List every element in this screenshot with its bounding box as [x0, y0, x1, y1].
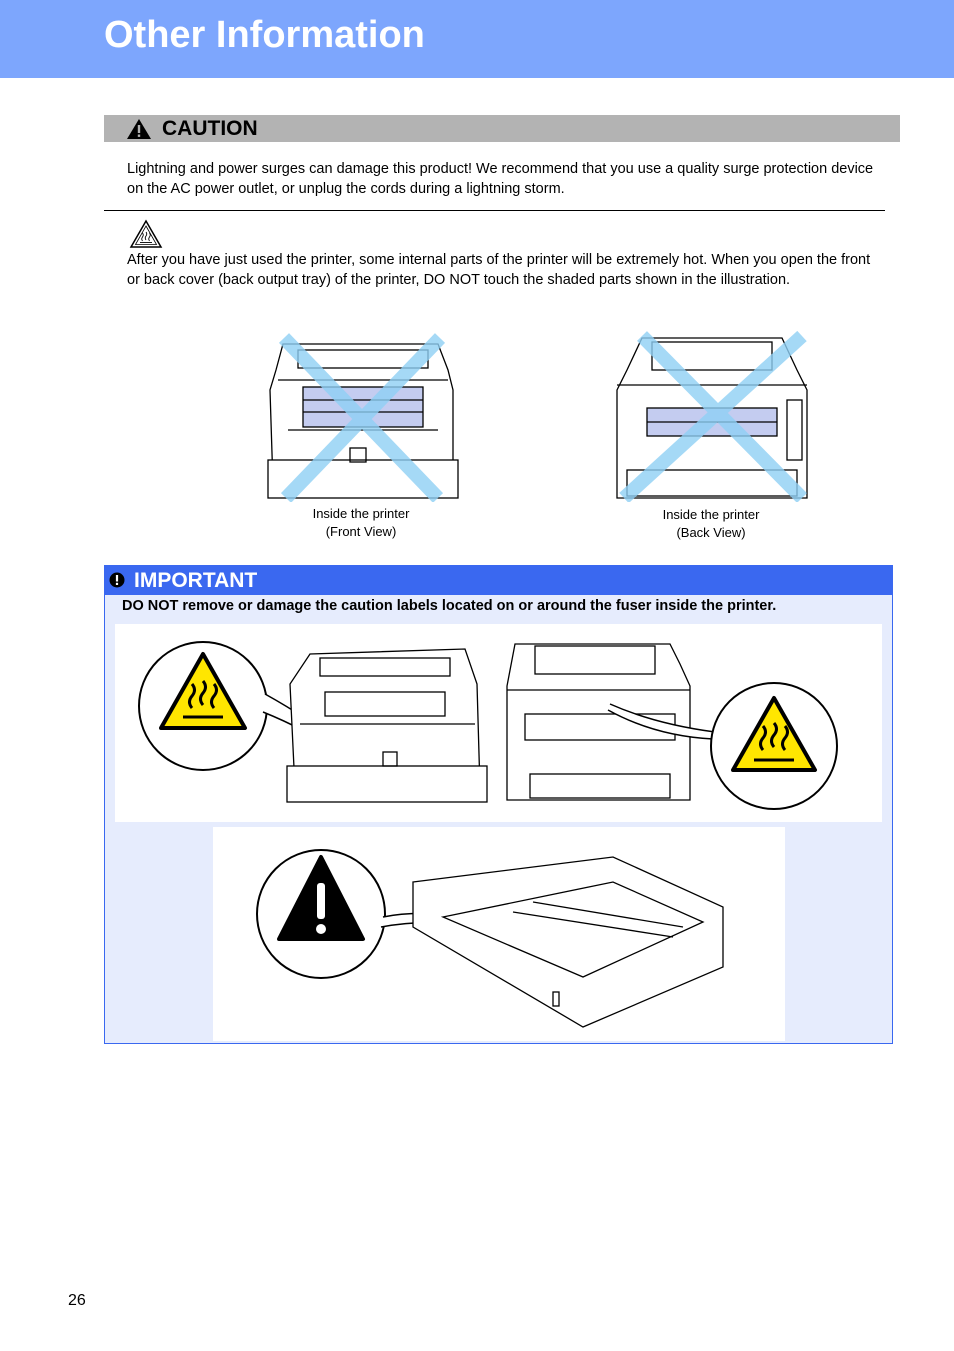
page-title: Other Information — [104, 14, 425, 56]
hot-surface-text: After you have just used the printer, so… — [127, 252, 871, 288]
important-bar: IMPORTANT — [105, 566, 892, 595]
hot-surface-icon — [129, 219, 163, 248]
front-view-caption: Inside the printer (Front View) — [280, 505, 442, 541]
printer-front-view-illustration — [267, 333, 459, 502]
important-label: IMPORTANT — [134, 569, 258, 592]
caution-text: Lightning and power surges can damage th… — [127, 161, 874, 197]
front-view-caption-line1: Inside the printer — [312, 506, 410, 521]
page-header: Other Information — [0, 0, 954, 78]
important-text: DO NOT remove or damage the caution labe… — [122, 598, 777, 614]
caution-labels-printer-illustration — [138, 641, 838, 810]
warning-triangle-icon — [127, 119, 151, 139]
front-view-caption-line2: (Front View) — [325, 524, 397, 539]
important-box: IMPORTANT DO NOT remove or damage the ca… — [104, 565, 893, 1044]
back-view-caption-line1: Inside the printer — [662, 507, 760, 522]
caution-label: CAUTION — [162, 117, 258, 140]
printer-back-view-illustration — [616, 330, 808, 502]
page-number: 26 — [68, 1292, 86, 1309]
exclamation-icon — [109, 572, 125, 588]
caution-label-tray-panel — [213, 827, 785, 1041]
caution-bar: CAUTION — [104, 115, 900, 142]
back-view-caption-line2: (Back View) — [676, 525, 746, 540]
back-view-caption: Inside the printer (Back View) — [630, 506, 792, 542]
caution-labels-printer-panel — [115, 624, 882, 822]
divider — [104, 210, 885, 211]
paper-tray-illustration — [256, 849, 724, 1028]
